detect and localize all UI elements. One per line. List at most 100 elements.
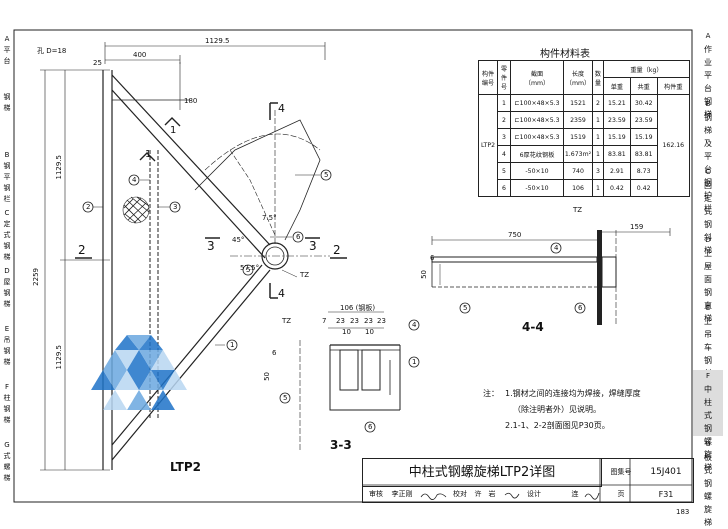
cell: 23.59: [603, 111, 631, 129]
dim-25: 25: [93, 59, 102, 67]
right-tab-code: E: [705, 304, 711, 312]
signature-icon: [420, 493, 447, 500]
dim-angle-57-5: 57.5°: [240, 264, 260, 272]
right-tab-label: 板式钢螺旋梯: [704, 453, 712, 527]
marker-4: 4: [132, 176, 137, 184]
notes-line-2: （除注明者外）见说明。: [513, 405, 601, 414]
table-row: 6 -50×10 106 1 0.42 0.42: [479, 179, 690, 197]
left-tab-label: 定式钢梯: [3, 220, 11, 261]
marker-1b: 1: [412, 358, 417, 366]
left-tab-code: E: [4, 325, 10, 333]
marker-5d: 5: [283, 394, 288, 402]
cell: 30.42: [629, 94, 658, 112]
cell: 1.673m²: [563, 145, 593, 163]
material-table-title: 构件材料表: [540, 49, 590, 60]
cell: 3: [497, 128, 511, 146]
dim-hole: 孔 D=18: [37, 47, 67, 55]
dim-angle-7-5: 7.5°: [262, 214, 277, 222]
cell: 1: [592, 179, 604, 197]
cell: 4: [497, 145, 511, 163]
section-3-left: 3: [207, 239, 215, 253]
cell: 2359: [563, 111, 593, 129]
dim-height-upper: 1129.5: [55, 155, 63, 180]
cell: 1: [592, 145, 604, 163]
cell: 15.19: [629, 128, 658, 146]
dim-height-lower: 1129.5: [55, 345, 63, 370]
cell: 1521: [563, 94, 593, 112]
dim-50-33: 50: [263, 372, 271, 381]
dim-6-33: 6: [272, 349, 277, 357]
sig-review-name: 李正刚: [391, 490, 413, 498]
left-tab-label: 柱钢梯: [3, 394, 11, 424]
dim-23b: 23: [350, 317, 359, 325]
th-unit-weight: 单重: [603, 77, 631, 95]
left-tab-label: 钢梯: [3, 93, 11, 112]
cell: 2: [592, 94, 604, 112]
title-block: 中柱式钢螺旋梯LTP2详图 图集号 15J401 页 F31 审核 李正刚 校对…: [362, 458, 694, 503]
dim-6-44: 6: [430, 254, 435, 262]
left-tab-label: 屋钢梯: [3, 278, 11, 308]
sig-check-name-2: 岩: [488, 490, 496, 498]
sig-check-name-1: 许: [474, 490, 482, 498]
cell: 0.42: [603, 179, 631, 197]
cell: 2.91: [603, 162, 631, 180]
dim-159: 159: [630, 223, 644, 231]
sig-design-name: 连: [571, 490, 579, 498]
marker-6b: 6: [578, 304, 583, 312]
dim-106: 106 (钢板): [340, 304, 376, 312]
left-tab-item: E 吊钢梯: [0, 324, 14, 368]
cell: 0.42: [629, 179, 658, 197]
cell: 1: [497, 94, 511, 112]
view-label-ltp2: LTP2: [170, 460, 201, 474]
dim-400: 400: [133, 51, 147, 59]
section-1-bottom: 1: [145, 149, 152, 160]
right-tab-c[interactable]: C 固定式钢斜梯: [693, 166, 723, 255]
left-tab-label: 吊钢梯: [3, 336, 11, 366]
cell: 23.59: [629, 111, 658, 129]
sig-check-label: 校对: [453, 490, 467, 498]
left-tab-label: 式螺梯: [3, 452, 11, 482]
atlas-number: 15J401: [650, 467, 682, 477]
right-tab-label: 固定式钢斜梯: [704, 181, 712, 255]
th-qty: 数量: [592, 60, 604, 95]
dim-50-44: 50: [420, 270, 428, 279]
marker-5c: 5: [463, 304, 468, 312]
drawing-linework: [13, 29, 693, 503]
atlas-label: 图集号: [610, 468, 632, 476]
label-tz-33: TZ: [282, 317, 292, 325]
page-number-fragment: 183: [676, 508, 690, 516]
table-row: 2 ⊏100×48×5.3 2359 1 23.59 23.59: [479, 111, 690, 129]
signature-icon-3: [584, 492, 600, 500]
member-weight: 162.16: [656, 94, 691, 197]
cell: 1519: [563, 128, 593, 146]
right-tab-code: C: [705, 168, 711, 176]
marker-5: 5: [324, 171, 329, 179]
material-table: 构件编号 零件号 截面（mm） 长度（mm） 数量 重量（kg） 单重 共重 构…: [478, 60, 691, 197]
dim-750: 750: [508, 231, 522, 239]
right-tab-code: A: [705, 32, 711, 40]
sig-review-label: 审核: [369, 490, 383, 498]
cell: 1: [592, 111, 604, 129]
view-label-3-3: 3-3: [330, 438, 352, 452]
cell: 106: [563, 179, 593, 197]
th-length: 长度（mm）: [563, 60, 593, 95]
left-tab-label: 钢平钢栏: [3, 162, 11, 203]
right-tab-g[interactable]: G 板式钢螺旋梯: [693, 438, 723, 527]
marker-6: 6: [296, 233, 301, 241]
cell: 2: [497, 111, 511, 129]
right-tab-e[interactable]: E上吊车钢斜梯: [693, 302, 723, 391]
page-label: 页: [617, 490, 625, 498]
dim-23d: 23: [377, 317, 386, 325]
th-total-weight: 共重: [629, 77, 658, 95]
section-4-bottom: 4: [278, 287, 285, 300]
left-tab-code: G: [4, 441, 10, 449]
cell: 15.19: [603, 128, 631, 146]
right-tab-code: G: [705, 440, 711, 448]
section-2-left: 2: [78, 243, 86, 257]
